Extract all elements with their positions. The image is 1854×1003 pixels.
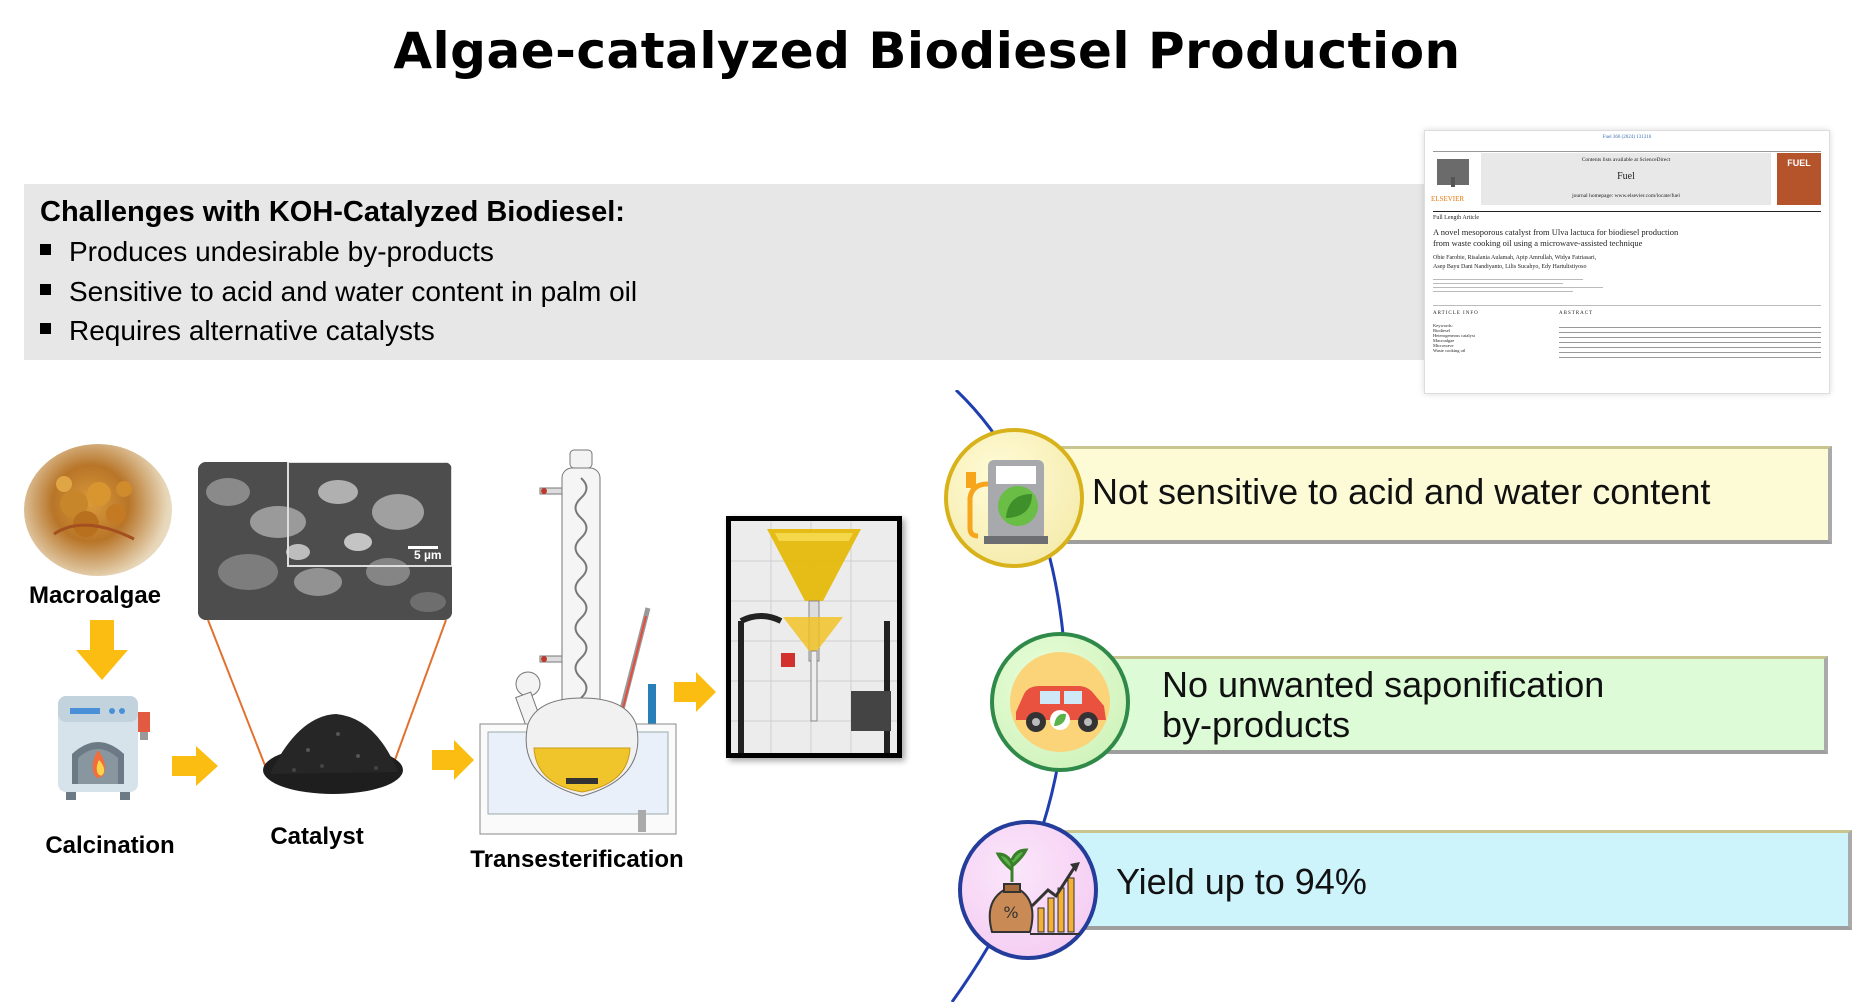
reactor-apparatus-image: [478, 448, 688, 836]
benefit-text-3: Yield up to 94%: [1116, 861, 1367, 902]
challenge-item: Sensitive to acid and water content in p…: [40, 276, 637, 308]
macroalgae-label: Macroalgae: [28, 582, 162, 609]
affiliations: [1433, 276, 1633, 300]
zoom-lines: [207, 619, 447, 769]
abstract-lines: [1559, 323, 1821, 362]
paper-thumbnail: Fuel 366 (2024) 131316 ELSEVIER Contents…: [1424, 130, 1830, 394]
bullet-icon: [40, 323, 51, 334]
divider: [1433, 151, 1821, 152]
right-arrow-icon: [432, 740, 474, 785]
macroalgae-image: [24, 444, 172, 576]
transesterification-label: Transesterification: [470, 846, 684, 873]
article-title: A novel mesoporous catalyst from Ulva la…: [1433, 227, 1679, 237]
page-title: Algae-catalyzed Biodiesel Production: [393, 22, 1461, 80]
divider: [1433, 211, 1821, 212]
benefit-text-2: No unwanted saponification by-products: [1162, 664, 1605, 745]
journal-cover: FUEL: [1777, 153, 1821, 205]
furnace-icon: [50, 694, 156, 806]
publisher-name: ELSEVIER: [1431, 195, 1465, 203]
challenge-item: Produces undesirable by-products: [40, 236, 494, 268]
car-leaf-icon: [1010, 652, 1110, 752]
svg-text:%: %: [1003, 903, 1018, 922]
calcination-label: Calcination: [45, 832, 175, 859]
right-arrow-icon: [674, 672, 716, 717]
elsevier-logo: [1433, 155, 1473, 195]
benefit-row-1: [1036, 446, 1832, 544]
divider: [1433, 305, 1821, 306]
right-arrow-icon: [172, 746, 218, 791]
sem-micrograph: 5 µm: [198, 462, 452, 620]
bullet-icon: [40, 284, 51, 295]
money-bag-growth-chart-icon: %: [988, 848, 1080, 935]
benefit-icon-circle-1: [944, 428, 1084, 568]
benefit-row-3: [1050, 830, 1852, 930]
catalyst-image: [258, 710, 408, 800]
keywords-list: Keywords: Biodiesel Heterogeneous cataly…: [1433, 323, 1475, 353]
separatory-funnel-photo: [726, 516, 902, 758]
benefit-row-2: [1076, 656, 1828, 754]
journal-name: Fuel: [1617, 171, 1635, 182]
down-arrow-icon: [76, 620, 128, 685]
fuel-pump-leaf-icon: [966, 460, 1048, 544]
journal-header: Contents lists available at ScienceDirec…: [1481, 153, 1771, 205]
authors: Obie Farobie, Risalania Aulamah, Apip Am…: [1433, 255, 1597, 261]
catalyst-label: Catalyst: [270, 823, 364, 850]
benefit-icon-circle-2: [990, 632, 1130, 772]
bullet-icon: [40, 244, 51, 255]
scale-bar-label: 5 µm: [414, 548, 442, 562]
benefit-text-1: Not sensitive to acid and water content: [1092, 471, 1711, 512]
challenge-item: Requires alternative catalysts: [40, 315, 435, 347]
challenges-heading: Challenges with KOH-Catalyzed Biodiesel:: [40, 196, 625, 228]
challenges-box: [24, 184, 1424, 360]
benefit-icon-circle-3: %: [958, 820, 1098, 960]
journal-reference: Fuel 366 (2024) 131316: [1602, 135, 1652, 140]
